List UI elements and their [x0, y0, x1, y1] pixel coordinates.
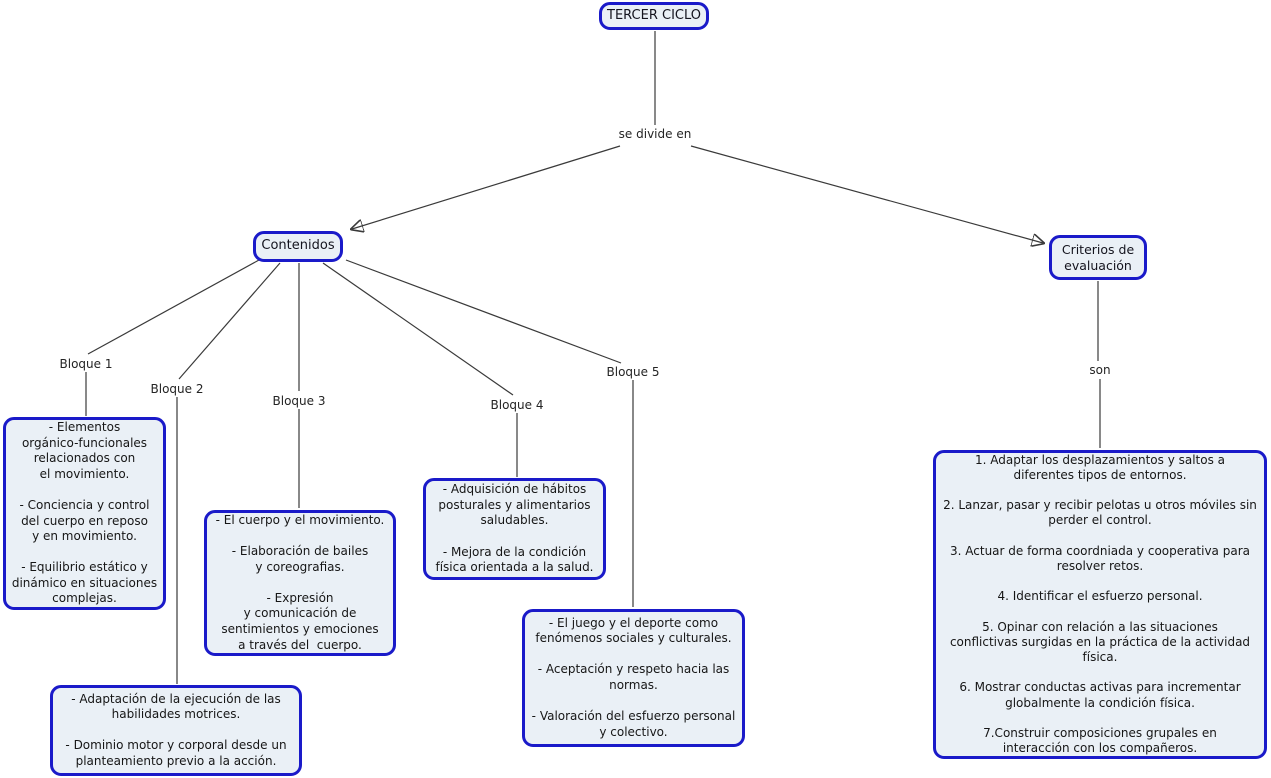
box-criterios-content: 1. Adaptar los desplazamientos y saltos … [933, 450, 1267, 759]
box-bloque-5-content: - El juego y el deporte como fenómenos s… [522, 609, 745, 747]
edge-contenidos-bloque2 [178, 262, 281, 380]
box-bloque-3-content: - El cuerpo y el movimiento. - Elaboraci… [204, 510, 396, 656]
edge-divide-to-contenidos [352, 145, 621, 229]
node-criterios-de-evaluacion: Criterios de evaluación [1049, 235, 1147, 280]
link-label-bloque-2: Bloque 2 [150, 382, 204, 396]
link-label-bloque-3: Bloque 3 [272, 394, 326, 408]
link-label-bloque-4: Bloque 4 [490, 398, 544, 412]
node-contenidos: Contenidos [253, 231, 343, 262]
box-bloque-2-content: - Adaptación de la ejecución de las habi… [50, 685, 302, 776]
link-label-se-divide-en: se divide en [618, 127, 692, 141]
link-label-bloque-5: Bloque 5 [606, 365, 660, 379]
box-bloque-4-content: - Adquisición de hábitos posturales y al… [423, 478, 606, 580]
edge-contenidos-bloque1 [87, 259, 260, 355]
edge-contenidos-bloque4 [322, 262, 514, 396]
link-label-bloque-1: Bloque 1 [59, 357, 113, 371]
box-bloque-1-content: - Elementos orgánico-funcionales relacio… [3, 417, 166, 610]
node-tercer-ciclo: TERCER CICLO [599, 2, 709, 30]
edge-divide-to-criterios [690, 145, 1043, 243]
link-label-son: son [1089, 363, 1111, 377]
edge-contenidos-bloque5 [345, 259, 622, 364]
